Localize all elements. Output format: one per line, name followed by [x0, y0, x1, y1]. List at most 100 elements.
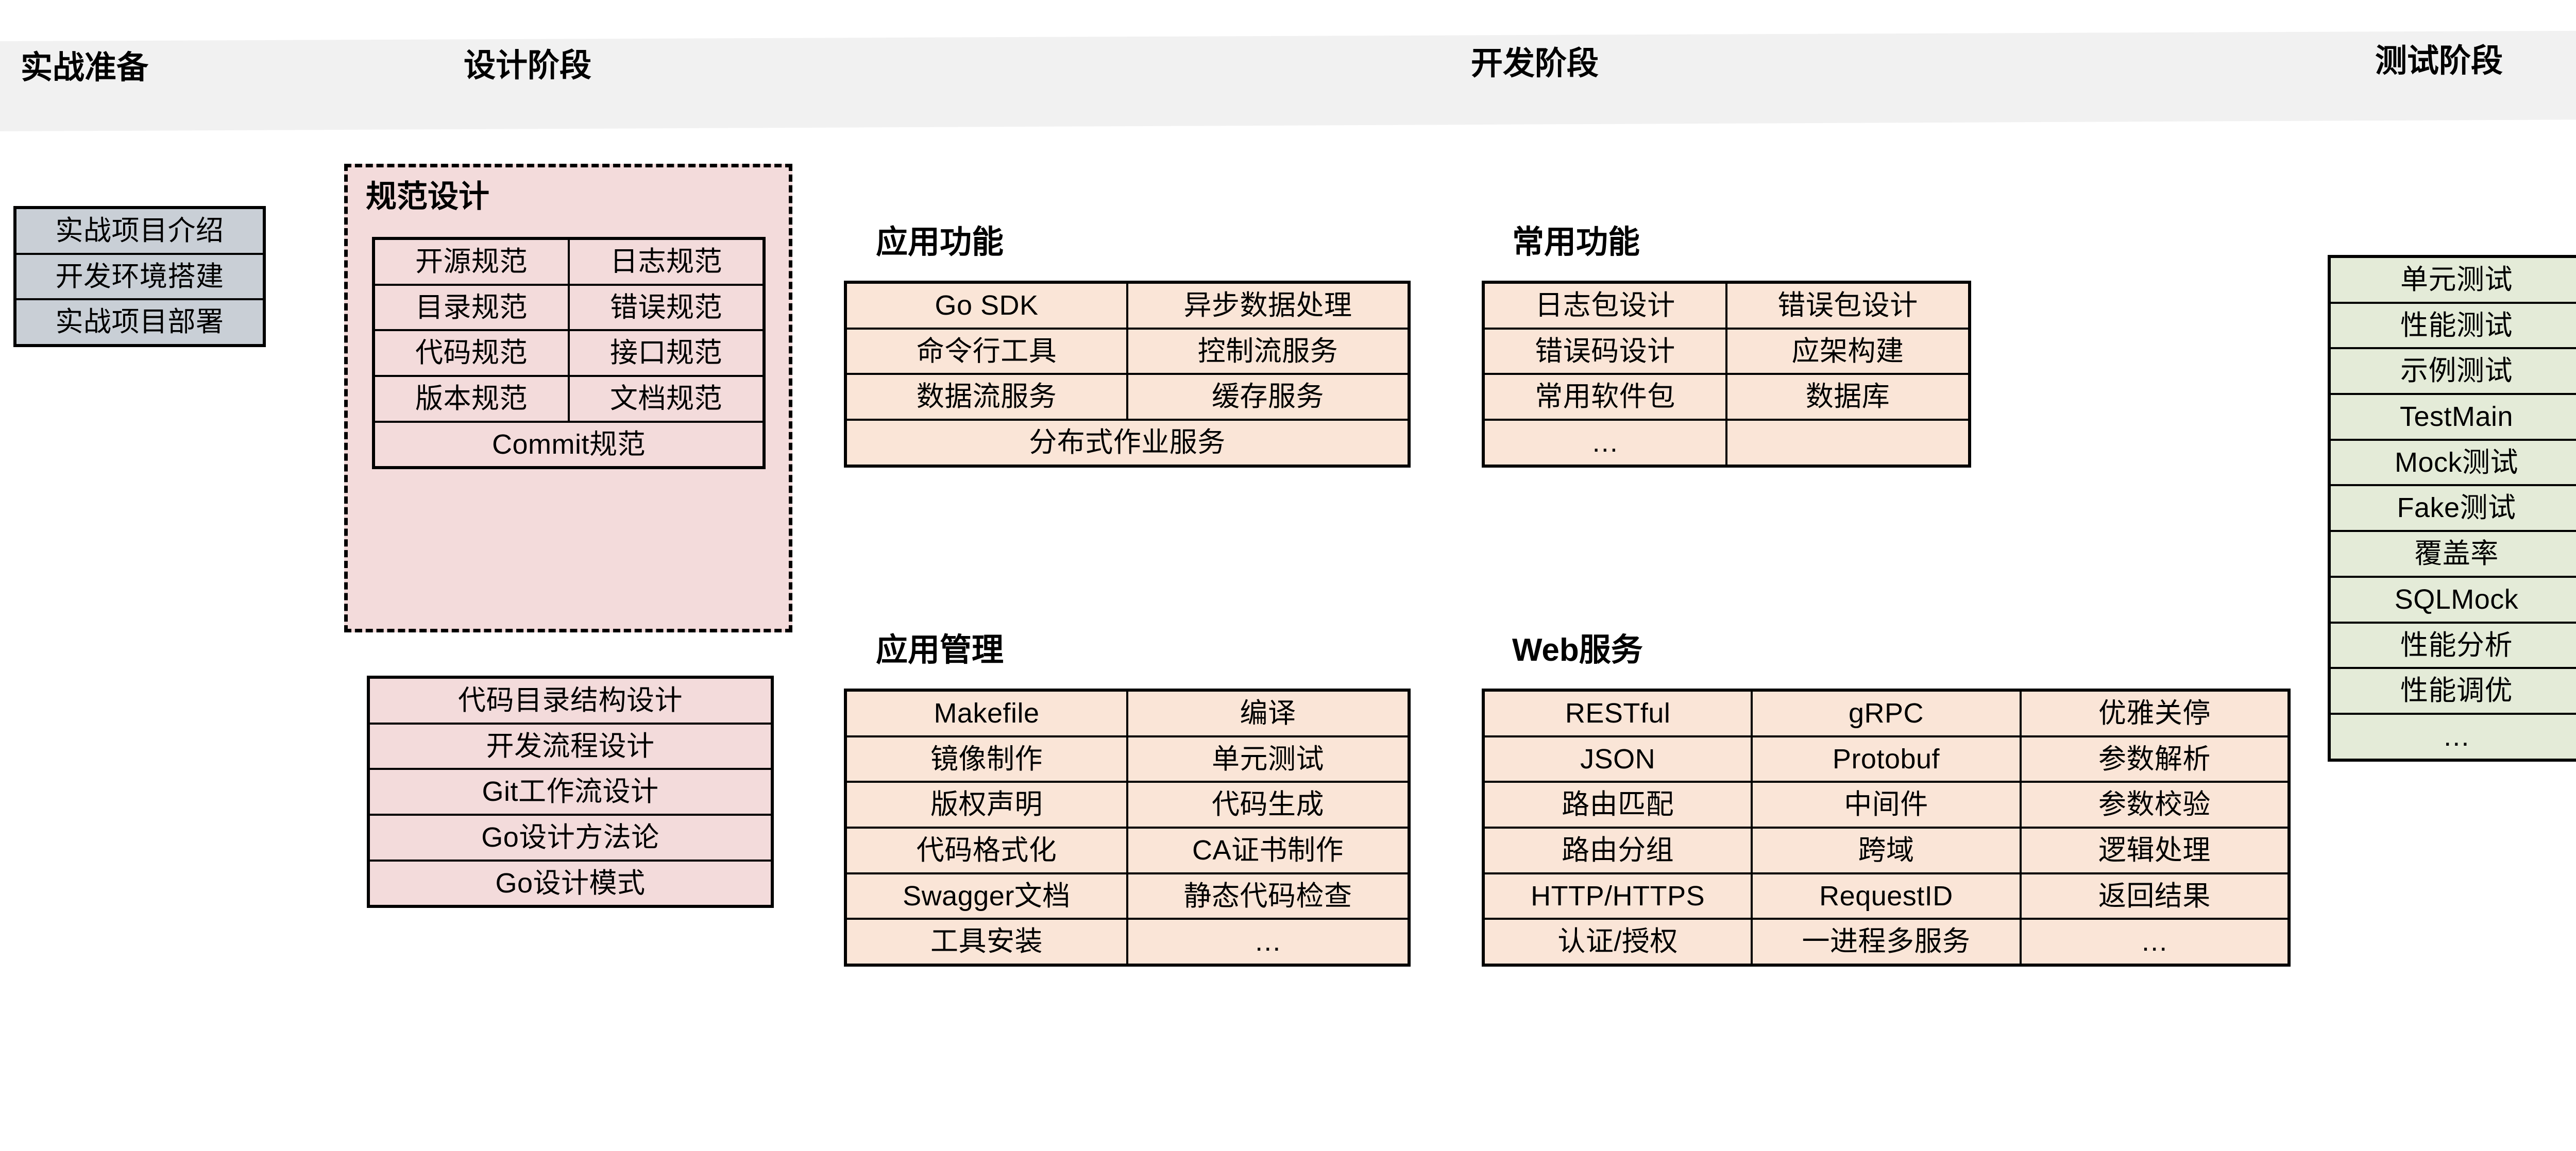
web-cell-2-2[interactable]: 参数校验 — [2019, 781, 2291, 829]
appmgmt-cell-2-0[interactable]: 版权声明 — [844, 781, 1128, 829]
design2-item-4[interactable]: Go设计模式 — [367, 859, 773, 908]
table-row[interactable]: JSON Protobuf 参数解析 — [1482, 735, 2291, 783]
appmgmt-cell-4-1[interactable]: 静态代码检查 — [1126, 872, 1410, 920]
appfeat-cell-2-1[interactable]: 缓存服务 — [1126, 373, 1410, 421]
table-row[interactable]: 分布式作业服务 — [844, 419, 1410, 467]
web-cell-1-2[interactable]: 参数解析 — [2019, 735, 2291, 783]
spec-cell-3-1[interactable]: 文档规范 — [568, 375, 765, 423]
common-cell-0-0[interactable]: 日志包设计 — [1482, 281, 1727, 330]
table-row[interactable]: 路由分组 跨域 逻辑处理 — [1482, 827, 2291, 874]
web-cell-1-0[interactable]: JSON — [1482, 735, 1753, 783]
common-cell-2-1[interactable]: 数据库 — [1725, 373, 1971, 421]
web-cell-2-1[interactable]: 中间件 — [1751, 781, 2022, 829]
table-row[interactable]: HTTP/HTTPS RequestID 返回结果 — [1482, 872, 2291, 920]
spec-cell-2-1[interactable]: 接口规范 — [568, 329, 765, 377]
web-cell-0-1[interactable]: gRPC — [1751, 689, 2022, 737]
prep-item-1[interactable]: 开发环境搭建 — [14, 252, 265, 301]
prep-item-0[interactable]: 实战项目介绍 — [14, 207, 265, 255]
table-row[interactable]: Go SDK 异步数据处理 — [844, 281, 1410, 330]
web-cell-1-1[interactable]: Protobuf — [1751, 735, 2022, 783]
test-item-0[interactable]: 单元测试 — [2328, 255, 2576, 304]
design2-item-0[interactable]: 代码目录结构设计 — [367, 676, 773, 725]
spec-cell-2-0[interactable]: 代码规范 — [372, 329, 570, 377]
appmgmt-cell-1-0[interactable]: 镜像制作 — [844, 735, 1128, 783]
spec-cell-0-1[interactable]: 日志规范 — [568, 237, 765, 286]
web-cell-3-0[interactable]: 路由分组 — [1482, 827, 1753, 874]
table-row[interactable]: 版权声明 代码生成 — [844, 781, 1410, 829]
design2-item-3[interactable]: Go设计方法论 — [367, 814, 773, 862]
table-row[interactable]: Commit规范 — [372, 420, 765, 469]
table-row[interactable]: 性能调优 — [2328, 667, 2576, 715]
spec-cell-1-1[interactable]: 错误规范 — [568, 283, 765, 332]
appmgmt-cell-4-0[interactable]: Swagger文档 — [844, 872, 1128, 920]
table-row[interactable]: TestMain — [2328, 393, 2576, 441]
table-row[interactable]: 覆盖率 — [2328, 530, 2576, 578]
table-row[interactable]: 日志包设计 错误包设计 — [1482, 281, 1971, 330]
table-row[interactable]: 版本规范 文档规范 — [372, 375, 765, 423]
test-item-9[interactable]: 性能调优 — [2328, 667, 2576, 715]
table-row[interactable]: Fake测试 — [2328, 484, 2576, 532]
table-row[interactable]: 开发环境搭建 — [14, 252, 265, 301]
table-row[interactable]: 单元测试 — [2328, 255, 2576, 304]
spec-cell-1-0[interactable]: 目录规范 — [372, 283, 570, 332]
table-row[interactable]: 示例测试 — [2328, 347, 2576, 396]
appmgmt-cell-0-0[interactable]: Makefile — [844, 689, 1128, 737]
table-row[interactable]: … — [1482, 419, 1971, 467]
web-cell-4-2[interactable]: 返回结果 — [2019, 872, 2291, 920]
test-item-1[interactable]: 性能测试 — [2328, 301, 2576, 350]
table-row[interactable]: 命令行工具 控制流服务 — [844, 327, 1410, 375]
web-cell-5-2[interactable]: … — [2019, 918, 2291, 967]
web-cell-2-0[interactable]: 路由匹配 — [1482, 781, 1753, 829]
table-row[interactable]: 目录规范 错误规范 — [372, 283, 765, 332]
common-cell-2-0[interactable]: 常用软件包 — [1482, 373, 1727, 421]
table-row[interactable]: Mock测试 — [2328, 438, 2576, 487]
spec-cell-3-0[interactable]: 版本规范 — [372, 375, 570, 423]
table-row[interactable]: SQLMock — [2328, 575, 2576, 624]
design2-item-1[interactable]: 开发流程设计 — [367, 722, 773, 770]
appmgmt-cell-3-1[interactable]: CA证书制作 — [1126, 827, 1410, 874]
web-cell-5-1[interactable]: 一进程多服务 — [1751, 918, 2022, 967]
table-row[interactable]: Go设计方法论 — [367, 814, 773, 862]
test-item-6[interactable]: 覆盖率 — [2328, 530, 2576, 578]
table-row[interactable]: 实战项目部署 — [14, 298, 265, 347]
common-cell-0-1[interactable]: 错误包设计 — [1725, 281, 1971, 330]
common-cell-1-1[interactable]: 应架构建 — [1725, 327, 1971, 375]
table-row[interactable]: 镜像制作 单元测试 — [844, 735, 1410, 783]
appmgmt-cell-2-1[interactable]: 代码生成 — [1126, 781, 1410, 829]
table-row[interactable]: Git工作流设计 — [367, 768, 773, 816]
table-row[interactable]: Makefile 编译 — [844, 689, 1410, 737]
table-row[interactable]: 性能分析 — [2328, 621, 2576, 669]
test-item-2[interactable]: 示例测试 — [2328, 347, 2576, 396]
appmgmt-cell-0-1[interactable]: 编译 — [1126, 689, 1410, 737]
appmgmt-cell-1-1[interactable]: 单元测试 — [1126, 735, 1410, 783]
appfeat-cell-span[interactable]: 分布式作业服务 — [844, 419, 1410, 467]
appfeat-cell-1-0[interactable]: 命令行工具 — [844, 327, 1128, 375]
common-cell-1-0[interactable]: 错误码设计 — [1482, 327, 1727, 375]
spec-cell-0-0[interactable]: 开源规范 — [372, 237, 570, 286]
web-cell-0-0[interactable]: RESTful — [1482, 689, 1753, 737]
table-row[interactable]: 路由匹配 中间件 参数校验 — [1482, 781, 2291, 829]
table-row[interactable]: 常用软件包 数据库 — [1482, 373, 1971, 421]
spec-cell-commit[interactable]: Commit规范 — [372, 420, 765, 469]
web-cell-5-0[interactable]: 认证/授权 — [1482, 918, 1753, 967]
table-row[interactable]: 工具安装 … — [844, 918, 1410, 967]
test-item-5[interactable]: Fake测试 — [2328, 484, 2576, 532]
appfeat-cell-0-1[interactable]: 异步数据处理 — [1126, 281, 1410, 330]
appfeat-cell-2-0[interactable]: 数据流服务 — [844, 373, 1128, 421]
web-cell-4-0[interactable]: HTTP/HTTPS — [1482, 872, 1753, 920]
table-row[interactable]: 开源规范 日志规范 — [372, 237, 765, 286]
appfeat-cell-1-1[interactable]: 控制流服务 — [1126, 327, 1410, 375]
table-row[interactable]: 实战项目介绍 — [14, 207, 265, 255]
table-row[interactable]: 代码格式化 CA证书制作 — [844, 827, 1410, 874]
test-item-3[interactable]: TestMain — [2328, 393, 2576, 441]
web-cell-3-2[interactable]: 逻辑处理 — [2019, 827, 2291, 874]
prep-item-2[interactable]: 实战项目部署 — [14, 298, 265, 347]
common-cell-3-0[interactable]: … — [1482, 419, 1727, 467]
table-row[interactable]: … — [2328, 712, 2576, 761]
table-row[interactable]: 错误码设计 应架构建 — [1482, 327, 1971, 375]
table-row[interactable]: RESTful gRPC 优雅关停 — [1482, 689, 2291, 737]
table-row[interactable]: 性能测试 — [2328, 301, 2576, 350]
test-item-10[interactable]: … — [2328, 712, 2576, 761]
web-cell-0-2[interactable]: 优雅关停 — [2019, 689, 2291, 737]
appmgmt-cell-5-0[interactable]: 工具安装 — [844, 918, 1128, 967]
